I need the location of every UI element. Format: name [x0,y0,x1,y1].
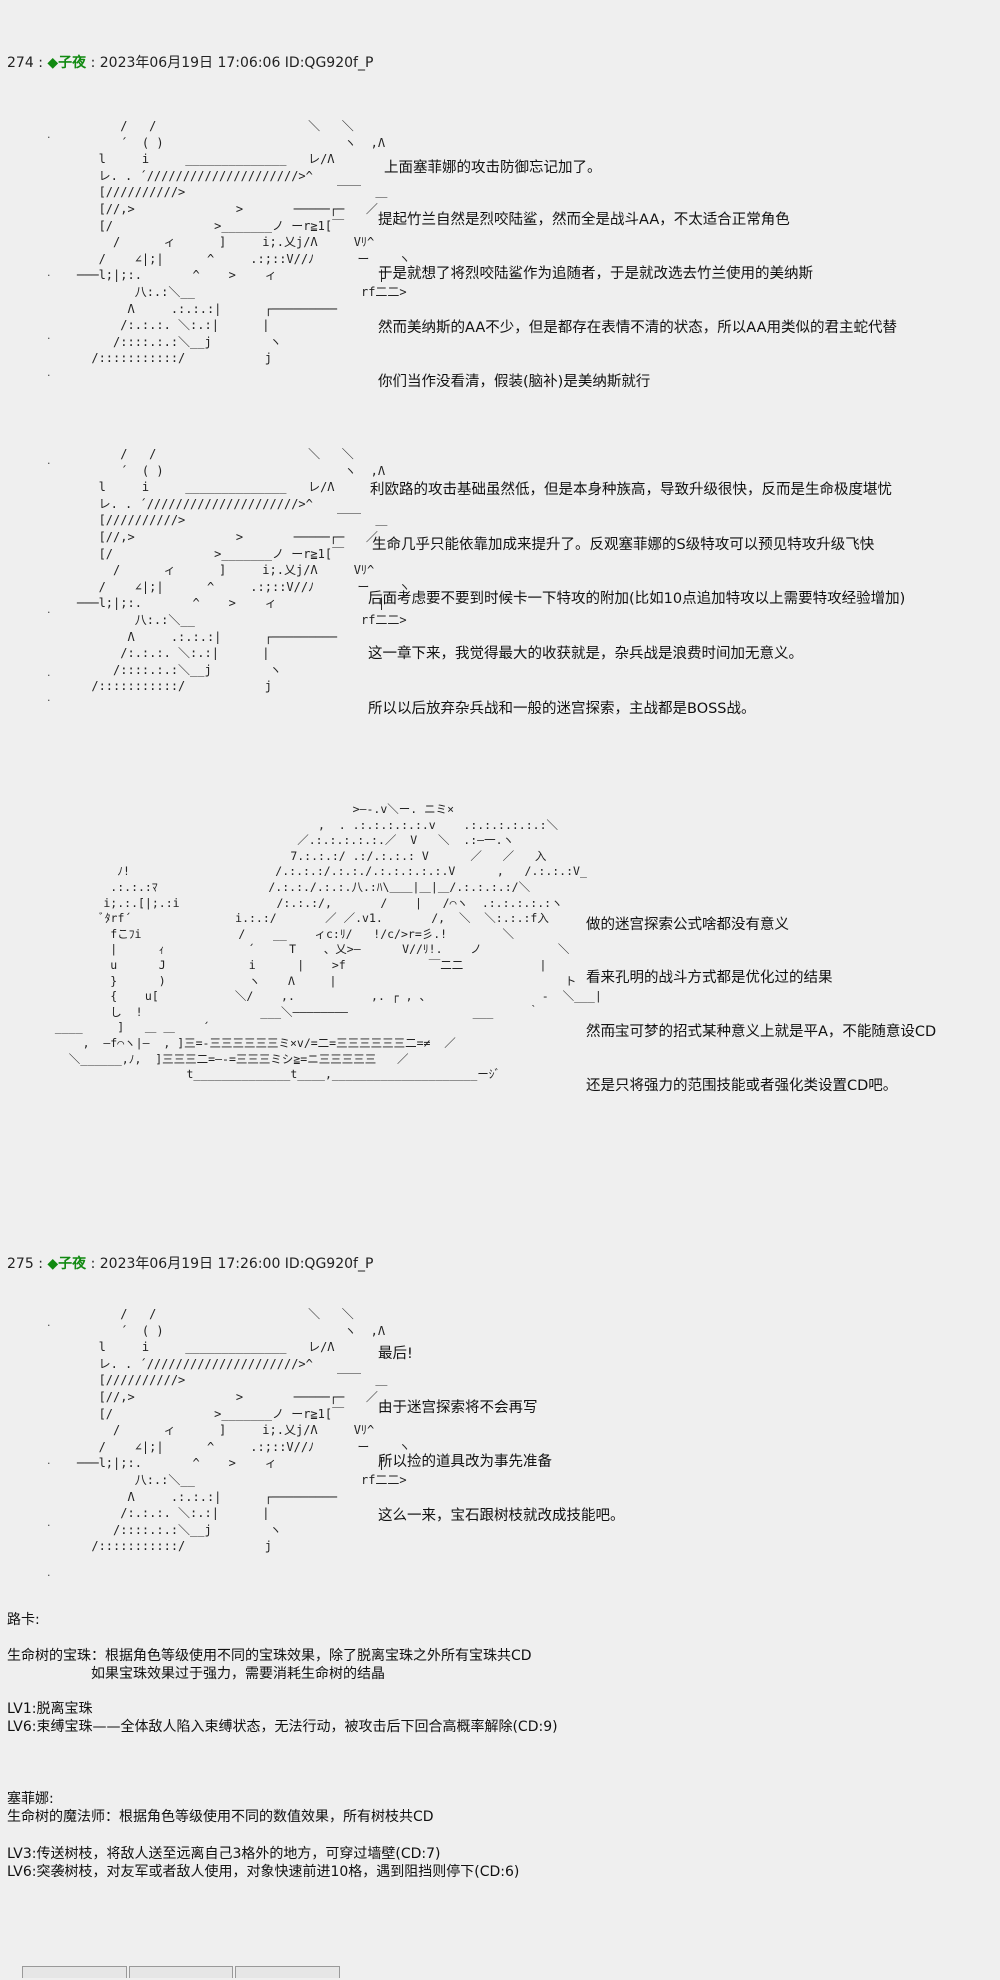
ascii-art-snake: / / ＼ ＼ ´ ( ) ヽ ,Λ l i ______________ レ/… [76,119,411,366]
trip-diamond-icon: ◆ [47,1256,59,1272]
commentary-line: 提起竹兰自然是烈咬陆鲨，然而全是战斗AA，不太适合正常角色 [378,212,790,228]
ascii-art-snake-2: / / ＼ ＼ ´ ( ) ヽ ,Λ l i ______________ レ/… [76,447,411,694]
commentary-line: 后面考虑要不要到时候卡一下特攻的附加(比如10点追加特攻以上需要特攻经验增加) [368,591,906,607]
commentary-line: 由于迷宫探索将不会再写 [378,1400,538,1416]
commentary-line: 最后! [378,1346,413,1362]
post-header: 274 : ◆子夜 : 2023年06月19日 17:06:06 ID:QG92… [7,55,374,71]
bottom-tab-strip [22,1966,341,1978]
post-header: 275 : ◆子夜 : 2023年06月19日 17:26:00 ID:QG92… [7,1256,374,1272]
post-number: 274 [7,55,34,71]
commentary-line: 你们当作没看清，假装(脑补)是美纳斯就行 [378,374,651,390]
trip-diamond-icon: ◆ [47,55,59,71]
sephina-title: 塞菲娜: [7,1791,54,1807]
poster-name: 子夜 [58,55,87,71]
sephina-skill: 生命树的魔法师：根据角色等级使用不同的数值效果，所有树枝共CD [7,1809,434,1825]
ascii-art-snake-3: / / ＼ ＼ ´ ( ) ヽ ,Λ l i ______________ レ/… [76,1307,411,1554]
commentary-line: 所以捡的道具改为事先准备 [378,1454,552,1470]
commentary-line: 做的迷宫探索公式啥都没有意义 [586,917,789,933]
commentary-line: 生命几乎只能依靠加成来提升了。反观塞菲娜的S级特攻可以预见特攻升级飞快 [372,537,875,553]
commentary-line: 看来孔明的战斗方式都是优化过的结果 [586,970,833,986]
commentary-line: 这一章下来，我觉得最大的收获就是，杂兵战是浪费时间加无意义。 [368,646,803,662]
post-date: 2023年06月19日 17:26:00 ID:QG920f_P [99,1256,374,1272]
commentary-line: 利欧路的攻击基础虽然低，但是本身种族高，导致升级很快，反而是生命极度堪忧 [370,482,892,498]
poster-name: 子夜 [58,1256,87,1272]
commentary-line: 于是就想了将烈咬陆鲨作为追随者，于是就改选去竹兰使用的美纳斯 [378,266,813,282]
bottom-tab[interactable] [128,1966,234,1978]
commentary-line: 所以以后放弃杂兵战和一般的迷宫探索，主战都是BOSS战。 [368,701,756,717]
route-skill: 生命树的宝珠：根据角色等级使用不同的宝珠效果，除了脱离宝珠之外所有宝珠共CD 如… [7,1648,532,1682]
route-title: 路卡: [7,1612,40,1628]
route-levels: LV1:脱离宝珠 LV6:束缚宝珠——全体敌人陷入束缚状态，无法行动，被攻击后下… [7,1701,558,1735]
sephina-levels: LV3:传送树枝，将敌人送至远离自己3格外的地方，可穿过墙壁(CD:7) LV6… [7,1846,520,1880]
post-number: 275 [7,1256,34,1272]
post-date: 2023年06月19日 17:06:06 ID:QG920f_P [99,55,374,71]
commentary-line: 还是只将强力的范围技能或者强化类设置CD吧。 [586,1078,898,1094]
commentary-line: 这么一来，宝石跟树枝就改成技能吧。 [378,1508,625,1524]
commentary-line: 然而美纳斯的AA不少，但是都存在表情不清的状态，所以AA用类似的君主蛇代替 [378,320,897,336]
commentary-line: 上面塞菲娜的攻击防御忘记加了。 [384,160,602,176]
commentary-line: 然而宝可梦的招式某种意义上就是平A，不能随意设CD [586,1024,937,1040]
bottom-tab[interactable] [22,1966,127,1978]
bottom-tab[interactable] [235,1966,341,1978]
ascii-art-kongming: >―-.v＼ー. ニミ× , . .:.:.:.:.:.v .:.:.:.:.:… [54,802,628,1082]
